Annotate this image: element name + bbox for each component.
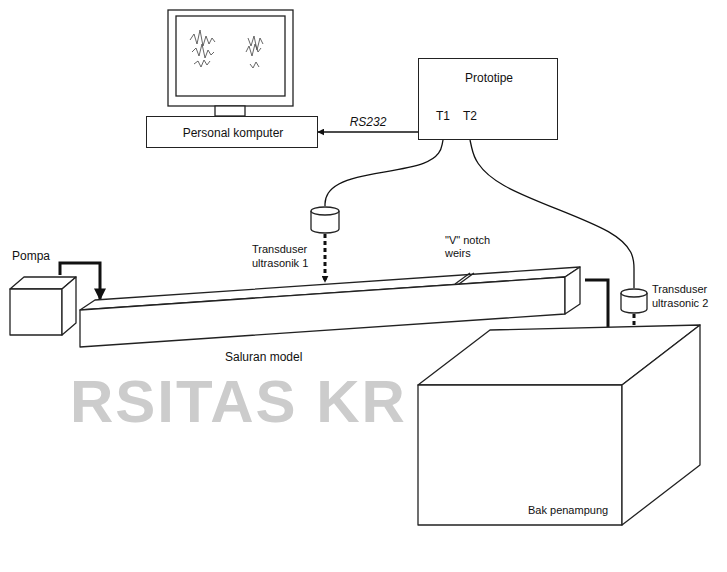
ultrasonic-transducer-outline <box>620 288 648 314</box>
ultrasonic-transducer: Transduser ultrasonic 2 <box>620 288 648 314</box>
ultrasonic-transducer: Transduser ultrasonik 1 <box>310 206 340 234</box>
pump: Pompa <box>10 275 78 337</box>
node-label: Saluran model <box>225 350 302 364</box>
edge-label: RS232 <box>348 116 389 129</box>
node-label: Personal komputer <box>147 126 319 140</box>
node-label: Bak penampung <box>528 503 608 517</box>
node-label: Transduser ultrasonic 2 <box>652 282 718 310</box>
node-label: Pompa <box>12 249 50 263</box>
pump-outline <box>10 275 78 337</box>
monitor <box>168 10 293 116</box>
sensor-cable <box>470 140 634 288</box>
node-label: Prototipe <box>419 71 559 85</box>
ultrasonic-beam <box>324 234 327 282</box>
collecting-tank-outline <box>418 325 702 527</box>
collecting-tank: Bak penampung <box>418 325 702 527</box>
prototype-box: PrototipeT1 T2 <box>418 58 558 140</box>
node-label: T1 <box>436 109 450 123</box>
watermark: RSITAS KR <box>70 372 407 432</box>
sensor-cable <box>325 140 443 206</box>
rs232-link <box>318 131 418 133</box>
node-label: Transduser ultrasonik 1 <box>252 242 318 270</box>
ultrasonic-transducer-outline <box>310 206 340 234</box>
weir-label: "V" notch weirs <box>445 234 499 260</box>
computer-box: Personal komputer <box>146 116 318 148</box>
node-label: T2 <box>463 109 477 123</box>
